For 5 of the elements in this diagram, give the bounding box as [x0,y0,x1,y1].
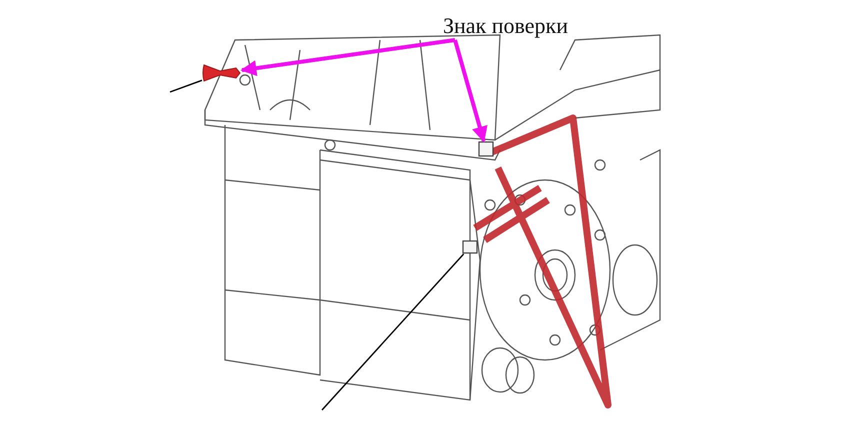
leader-line [321,254,464,410]
callout-label: Знак поверки [443,14,570,38]
arrow [453,39,488,143]
arrow [240,38,456,76]
leader-line [170,80,202,93]
